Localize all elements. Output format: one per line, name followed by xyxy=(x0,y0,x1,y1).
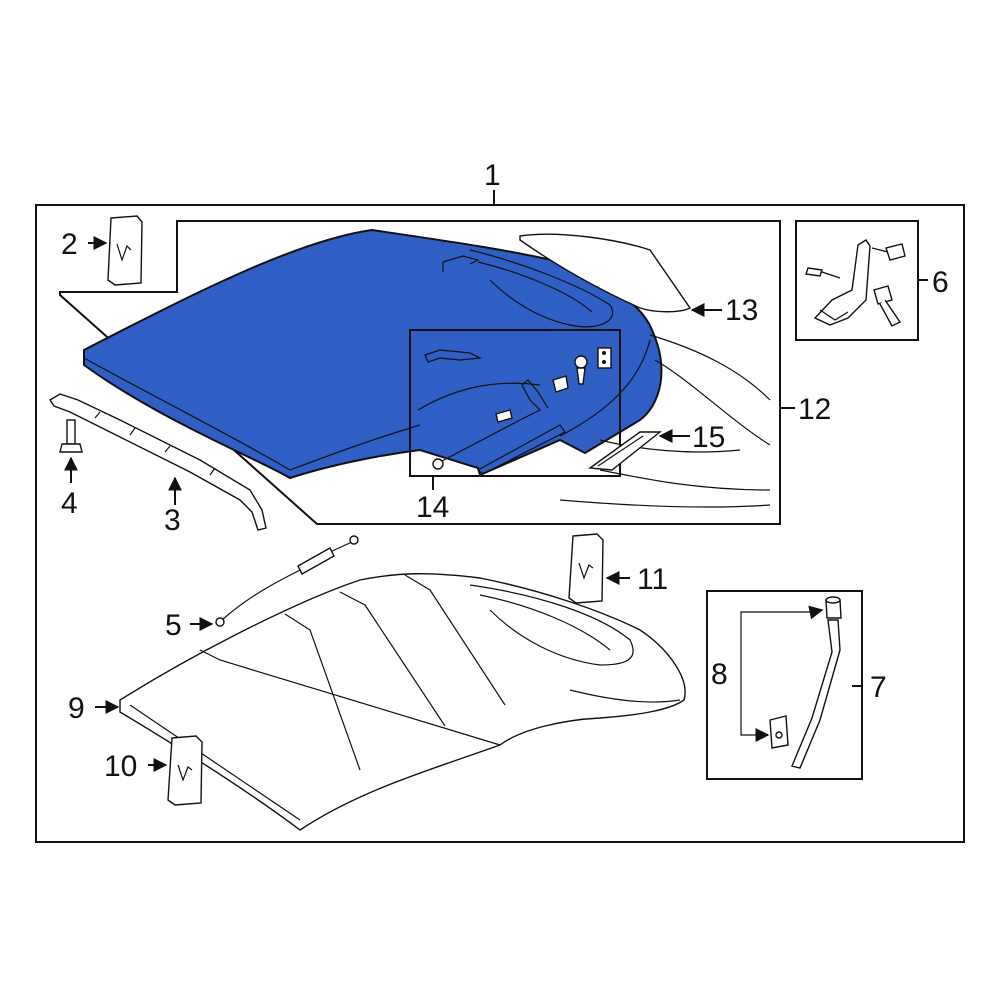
callout-5: 5 xyxy=(165,609,182,642)
rear-window-glass xyxy=(519,233,692,313)
callout-9: 9 xyxy=(68,692,85,725)
callout-10: 10 xyxy=(104,750,137,783)
body-outline xyxy=(559,334,771,508)
strut-rod-inset xyxy=(706,590,863,780)
hinge-bracket-inset xyxy=(795,220,919,341)
callout-15: 15 xyxy=(692,421,725,454)
callout-8: 8 xyxy=(711,658,728,691)
adhesive-packet-11 xyxy=(568,533,604,604)
roof-frame xyxy=(119,573,686,831)
callout-14: 14 xyxy=(416,491,449,524)
callout-1: 1 xyxy=(484,159,501,192)
callout-7: 7 xyxy=(870,671,887,704)
assembly-frame xyxy=(35,204,965,843)
callout-2: 2 xyxy=(61,228,78,261)
callout-3: 3 xyxy=(164,504,181,537)
callout-4: 4 xyxy=(61,487,78,520)
callout-11: 11 xyxy=(637,563,668,596)
bolt xyxy=(59,419,83,453)
callout-13: 13 xyxy=(725,294,758,327)
wiring-harness-inset xyxy=(409,329,621,477)
callout-6: 6 xyxy=(932,266,949,299)
adhesive-packet-10 xyxy=(167,735,203,806)
callout-12: 12 xyxy=(798,393,831,426)
cable xyxy=(215,535,359,627)
side-rail xyxy=(49,393,267,531)
adhesive-packet-2 xyxy=(107,215,143,286)
